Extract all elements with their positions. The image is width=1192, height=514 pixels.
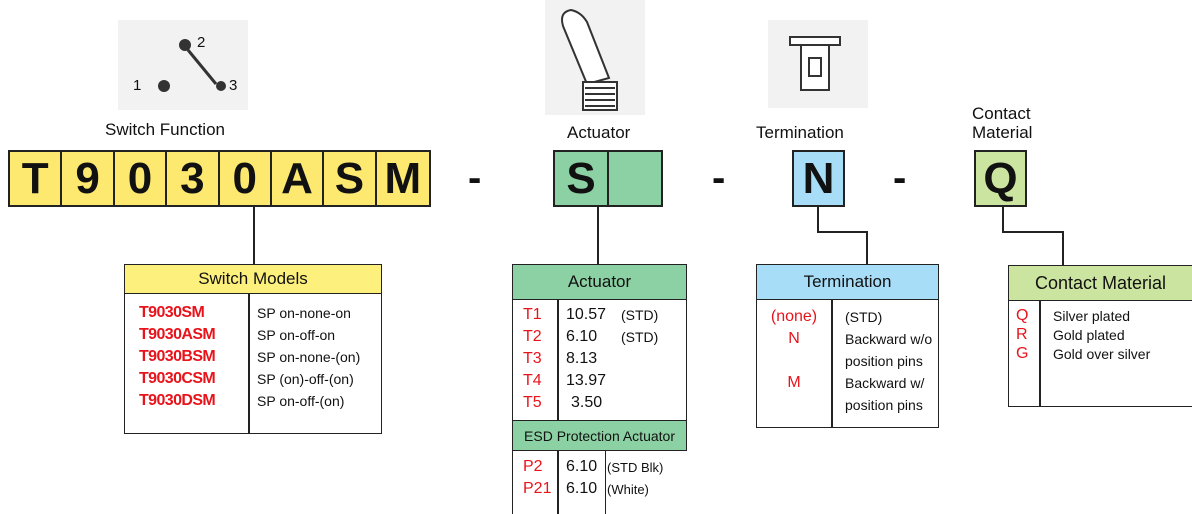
connector-termination-v1 — [817, 207, 819, 233]
pin1-number: 1 — [133, 77, 142, 94]
material-code: R — [1016, 326, 1028, 343]
material-desc: Silver plated — [1053, 308, 1131, 324]
actuator-code-char: S — [555, 152, 609, 205]
switch-models-divider — [248, 293, 250, 433]
actuator-value: 6.10 — [566, 328, 598, 345]
switch-model-desc: SP on-none-(on) — [257, 349, 361, 365]
termination-code: N — [788, 330, 800, 347]
esd-note: (White) — [607, 482, 649, 497]
termination-header: Termination — [757, 265, 938, 300]
termination-desc: Backward w/o — [845, 331, 933, 347]
esd-code: P21 — [523, 480, 552, 497]
termination-desc: (STD) — [845, 309, 883, 325]
termination-desc: Backward w/ — [845, 375, 925, 391]
switch-model-desc: SP (on)-off-(on) — [257, 371, 354, 387]
termination-code: M — [787, 374, 801, 391]
model-code-char: 0 — [115, 152, 168, 205]
connector-actuator — [597, 207, 599, 264]
actuator-code-box: S — [553, 150, 663, 207]
esd-header-box: ESD Protection Actuator — [512, 420, 687, 451]
actuator-code: T5 — [523, 394, 542, 411]
actuator-divider — [557, 299, 559, 420]
dash-3: - — [893, 156, 907, 200]
actuator-value: 10.57 — [566, 306, 607, 323]
termination-code: (none) — [770, 308, 818, 325]
esd-note: (STD Blk) — [607, 460, 664, 475]
actuator-note: (STD) — [621, 329, 659, 345]
esd-panel: P2 6.10 (STD Blk) P21 6.10 (White) — [512, 450, 663, 514]
termination-label: Termination — [756, 123, 844, 142]
switch-model-code: T9030CSM — [139, 370, 216, 387]
switch-model-desc: SP on-none-on — [257, 305, 351, 321]
termination-code-box: N — [792, 150, 845, 207]
connector-models — [253, 207, 255, 264]
connector-termination-v2 — [866, 231, 868, 264]
connector-termination-h — [817, 231, 868, 233]
contact-material-divider — [1039, 300, 1041, 406]
switch-model-desc: SP on-off-(on) — [257, 393, 345, 409]
model-code-char: A — [272, 152, 325, 205]
termination-icon — [768, 20, 868, 108]
model-code-char: M — [384, 153, 422, 203]
termination-divider — [831, 299, 833, 427]
material-code: Q — [1016, 307, 1029, 324]
switch-model-desc: SP on-off-on — [257, 327, 336, 343]
model-code-char: 9 — [62, 152, 115, 205]
material-desc: Gold over silver — [1053, 346, 1151, 362]
actuator-code: T1 — [523, 306, 542, 323]
material-desc: Gold plated — [1053, 327, 1125, 343]
material-code-box: Q — [974, 150, 1027, 207]
model-code-char: S — [324, 152, 377, 205]
esd-value: 6.10 — [566, 480, 598, 497]
actuator-value: 13.97 — [566, 372, 607, 389]
contact-material-label: Contact Material — [972, 104, 1033, 142]
pin3-number: 3 — [229, 77, 238, 94]
connector-material-v2 — [1062, 231, 1064, 265]
actuator-code-blank — [609, 152, 661, 205]
dash-2: - — [712, 156, 726, 200]
actuator-label: Actuator — [567, 123, 631, 142]
model-code-char: T — [10, 152, 63, 205]
switch-function-label: Switch Function — [105, 120, 225, 139]
actuator-header: Actuator — [513, 265, 686, 300]
switch-model-code: T9030DSM — [139, 392, 216, 409]
esd-code: P2 — [523, 458, 543, 475]
switch-function-icon: 2 1 3 — [118, 20, 248, 110]
termination-desc: position pins — [845, 353, 923, 369]
esd-value: 6.10 — [566, 458, 598, 475]
termination-desc: position pins — [845, 397, 923, 413]
material-code: G — [1016, 345, 1029, 362]
actuator-value: 3.50 — [571, 394, 603, 411]
actuator-icon — [545, 0, 645, 115]
actuator-note: (STD) — [621, 307, 659, 323]
dash-1: - — [468, 156, 482, 200]
actuator-code: T2 — [523, 328, 542, 345]
pin2-number: 2 — [197, 34, 206, 51]
model-code-char: 3 — [167, 152, 220, 205]
actuator-code: T3 — [523, 350, 542, 367]
switch-model-code: T9030SM — [139, 304, 205, 321]
switch-model-code: T9030ASM — [139, 326, 216, 343]
connector-material-v1 — [1002, 207, 1004, 233]
material-code-char: Q — [983, 153, 1018, 203]
model-code-char: 0 — [220, 152, 272, 205]
esd-divider — [557, 451, 559, 514]
switch-models-header: Switch Models — [125, 265, 381, 294]
connector-material-h — [1002, 231, 1064, 233]
termination-panel: Termination (none) (STD) N Backward w/o posi… — [756, 264, 939, 428]
actuator-code: T4 — [523, 372, 542, 389]
actuator-value: 8.13 — [566, 350, 598, 367]
switch-model-code: T9030BSM — [139, 348, 216, 365]
contact-material-header: Contact Material — [1009, 266, 1192, 301]
termination-code-char: N — [802, 153, 835, 203]
